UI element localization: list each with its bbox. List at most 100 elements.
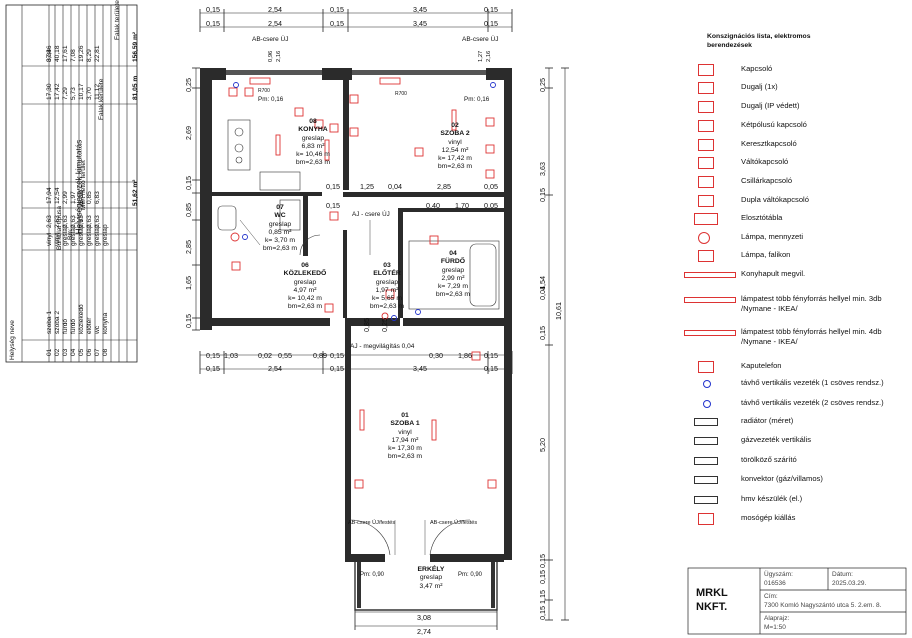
table-row-no: 03 <box>62 348 69 356</box>
table-row-floor: vinyl <box>54 232 61 246</box>
floorplan-label: Alaprajz: <box>764 615 790 622</box>
table-row-wall: 40,18 <box>54 45 61 62</box>
radiator-icon <box>694 418 718 426</box>
konvektor-icon <box>694 476 718 484</box>
room-k: k= 10,42 m <box>288 295 322 303</box>
ketpolusu-icon <box>698 120 714 132</box>
table-row-name: fürdő <box>70 318 77 334</box>
room-floor: vinyl <box>398 428 412 436</box>
dim-left: 1,65 <box>184 276 193 290</box>
dim-inner2: 0,05 <box>484 201 498 210</box>
table-row-area: 5,03 <box>78 191 85 204</box>
room-area: 6,83 m² <box>301 142 325 150</box>
dim-top2: 2,54 <box>268 19 282 28</box>
dim-left: 0,15 <box>184 176 193 190</box>
legend-label: Elosztótábla <box>741 213 783 222</box>
dim-left: 0,25 <box>184 78 193 92</box>
legend-label: Lámpa, mennyzeti <box>741 232 804 241</box>
dim-mid2: 0,15 <box>484 364 498 373</box>
dim-mid2: 0,15 <box>330 364 344 373</box>
legend-label: Váltókapcsoló <box>741 157 789 166</box>
heating-pipes <box>233 82 496 321</box>
room-bm: bm=2,63 m <box>295 159 331 167</box>
dim-mid2: 0,15 <box>206 364 220 373</box>
table-total-wall: 156,59 m² <box>132 31 139 62</box>
table-row-area: 17,94 <box>46 187 53 204</box>
table-header-room_name: Helység neve <box>9 320 16 360</box>
dim-left: 2,69 <box>184 126 193 140</box>
table-row-per: 5,73 <box>70 87 77 100</box>
balcony <box>354 562 498 611</box>
legend-label: konvektor (gáz/villamos) <box>741 474 823 483</box>
table-header-wall_area2: Falak területe <box>114 0 121 40</box>
valto-icon <box>698 157 714 169</box>
table-row-area: 6,83 <box>94 191 101 204</box>
room-id: 08 <box>309 118 317 125</box>
dim-right: 0,04 <box>538 286 547 300</box>
dim-top2: 0,15 <box>206 19 220 28</box>
title-block <box>687 567 907 635</box>
gaz-icon <box>694 437 718 445</box>
table-row-name: wc <box>94 325 101 334</box>
room-area: 17,94 m² <box>391 436 419 444</box>
dim-right: 1,15 <box>538 590 547 604</box>
room-k: k= 10,46 m <box>296 151 330 159</box>
dim-mid1: 0,15 <box>206 351 220 360</box>
room-name: SZOBA 1 <box>390 420 420 428</box>
konyhapult-icon <box>684 272 736 278</box>
legend-label: Konyhapult megvil. <box>741 269 806 278</box>
annotation-ab-csere_1: AB-csere ÚJ <box>252 36 289 43</box>
legend-label: Keresztkapcsoló <box>741 139 797 148</box>
address-value: 7300 Komló Nagyszántó utca 5. 2.em. 8. <box>764 602 882 609</box>
tavho1-icon <box>703 380 711 388</box>
room-floor: vinyl <box>448 138 462 146</box>
room-bm: bm=2,63 m <box>287 303 323 311</box>
lampatest3-icon <box>684 297 736 303</box>
room-floor: greslap <box>301 134 325 142</box>
dim-bottom1: 3,08 <box>417 613 431 622</box>
table-row-wall: 7,08 <box>70 49 77 62</box>
annotation-v096: 0,96 <box>268 50 274 62</box>
room-name: WC <box>274 212 286 220</box>
dim-left: 0,15 <box>184 314 193 328</box>
dugalj-icon <box>698 82 714 94</box>
legend-label: Dugalj (1x) <box>741 82 778 91</box>
room-bm: bm=2,63 m <box>262 245 298 253</box>
legend-label: távhő vertikális vezeték (2 csöves rends… <box>741 398 884 407</box>
dimension-lines <box>192 9 569 630</box>
table-row-per: 17,30 <box>46 83 53 100</box>
dim-mid1: 0,89 <box>313 351 327 360</box>
dim-mid1: 0,30 <box>429 351 443 360</box>
dugalj-ip-icon <box>698 101 714 113</box>
room-area: 1,97 m² <box>375 286 399 294</box>
dim-top2: 0,15 <box>330 19 344 28</box>
annotation-v216: 2,16 <box>276 50 282 62</box>
table-row-area: 1,97 <box>70 191 77 204</box>
table-row-no: 02 <box>54 348 61 356</box>
room-id: 02 <box>451 122 459 129</box>
dim-right: 5,20 <box>538 438 547 452</box>
annotation-pm2: Pm: 0,16 <box>464 96 490 103</box>
dim-top2: 3,45 <box>413 19 427 28</box>
dim-right: 0,15 <box>538 570 547 584</box>
legend-label: lámpatest több fényforrás hellyel min. 4… <box>741 327 882 346</box>
table-row-bm: 2,63 <box>62 215 69 228</box>
eloszto-icon <box>694 213 718 225</box>
date-value: 2025.03.29. <box>832 580 867 587</box>
table-row-per: 17,42 <box>54 83 61 100</box>
room-k: k= 17,42 m <box>438 155 472 163</box>
date-label: Dátum: <box>832 571 853 578</box>
table-row-per: 3,70 <box>86 87 93 100</box>
dim-mid1: 1,03 <box>224 351 238 360</box>
dim-mid2: 2,54 <box>268 364 282 373</box>
room-floor: greslap <box>375 278 399 286</box>
dim-top2: 0,15 <box>484 19 498 28</box>
kaputelefon-icon <box>698 361 714 373</box>
room-k: k= 5,65 m <box>371 295 403 303</box>
legend-label: Kapcsoló <box>741 64 773 73</box>
table-row-no: 05 <box>78 348 85 356</box>
csillar-icon <box>698 176 714 188</box>
